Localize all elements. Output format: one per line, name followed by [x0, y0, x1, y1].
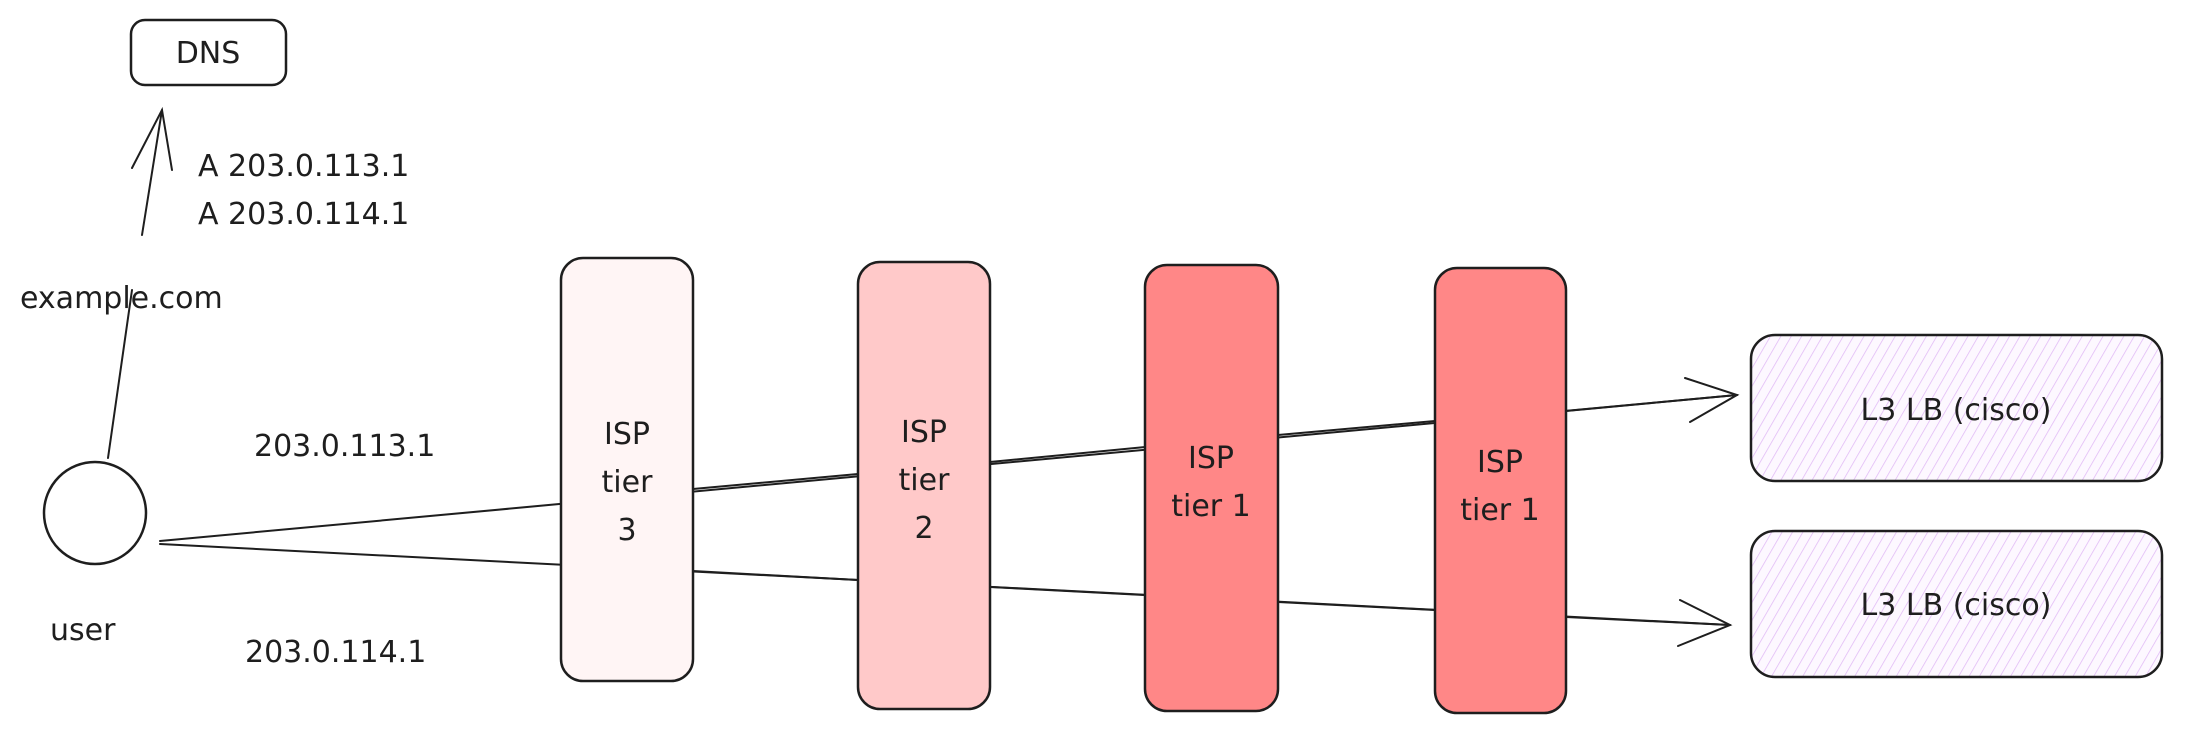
load-balancer-label: L3 LB (cisco) [1861, 588, 2052, 623]
dns-query-label: example.com [20, 281, 223, 316]
load-balancer-label: L3 LB (cisco) [1861, 393, 2052, 428]
isp-label: tier 1 [1171, 489, 1251, 524]
isp-label: tier [899, 463, 951, 498]
isp-tier-3[interactable]: ISP tier 3 [559, 256, 695, 683]
user-label: user [50, 613, 116, 648]
isp-tier-1-b[interactable]: ISP tier 1 [1433, 266, 1568, 715]
dns-record-2: A 203.0.114.1 [198, 197, 409, 232]
dns-node[interactable]: DNS [129, 18, 288, 87]
route-ip-2: 203.0.114.1 [245, 635, 426, 670]
load-balancer-1[interactable]: L3 LB (cisco) [1749, 333, 2164, 483]
isp-label: 2 [914, 511, 933, 546]
user-icon [42, 460, 148, 566]
isp-label: 3 [617, 513, 636, 548]
dns-query-arrow [107, 106, 173, 459]
isp-label: ISP [1188, 441, 1234, 476]
load-balancer-2[interactable]: L3 LB (cisco) [1749, 529, 2164, 679]
route-line-1-segments [692, 394, 1738, 490]
isp-label: tier [602, 465, 654, 500]
dns-label: DNS [176, 36, 241, 71]
route-ip-1: 203.0.113.1 [254, 429, 435, 464]
isp-tier-1-a[interactable]: ISP tier 1 [1143, 263, 1280, 713]
isp-label: ISP [1477, 445, 1523, 480]
route-line-2-segments [692, 570, 1731, 626]
isp-tier-2[interactable]: ISP tier 2 [856, 260, 992, 711]
isp-label: tier 1 [1460, 493, 1540, 528]
isp-label: ISP [604, 417, 650, 452]
user-node[interactable] [42, 460, 148, 566]
dns-record-1: A 203.0.113.1 [198, 149, 409, 184]
isp-label: ISP [901, 415, 947, 450]
